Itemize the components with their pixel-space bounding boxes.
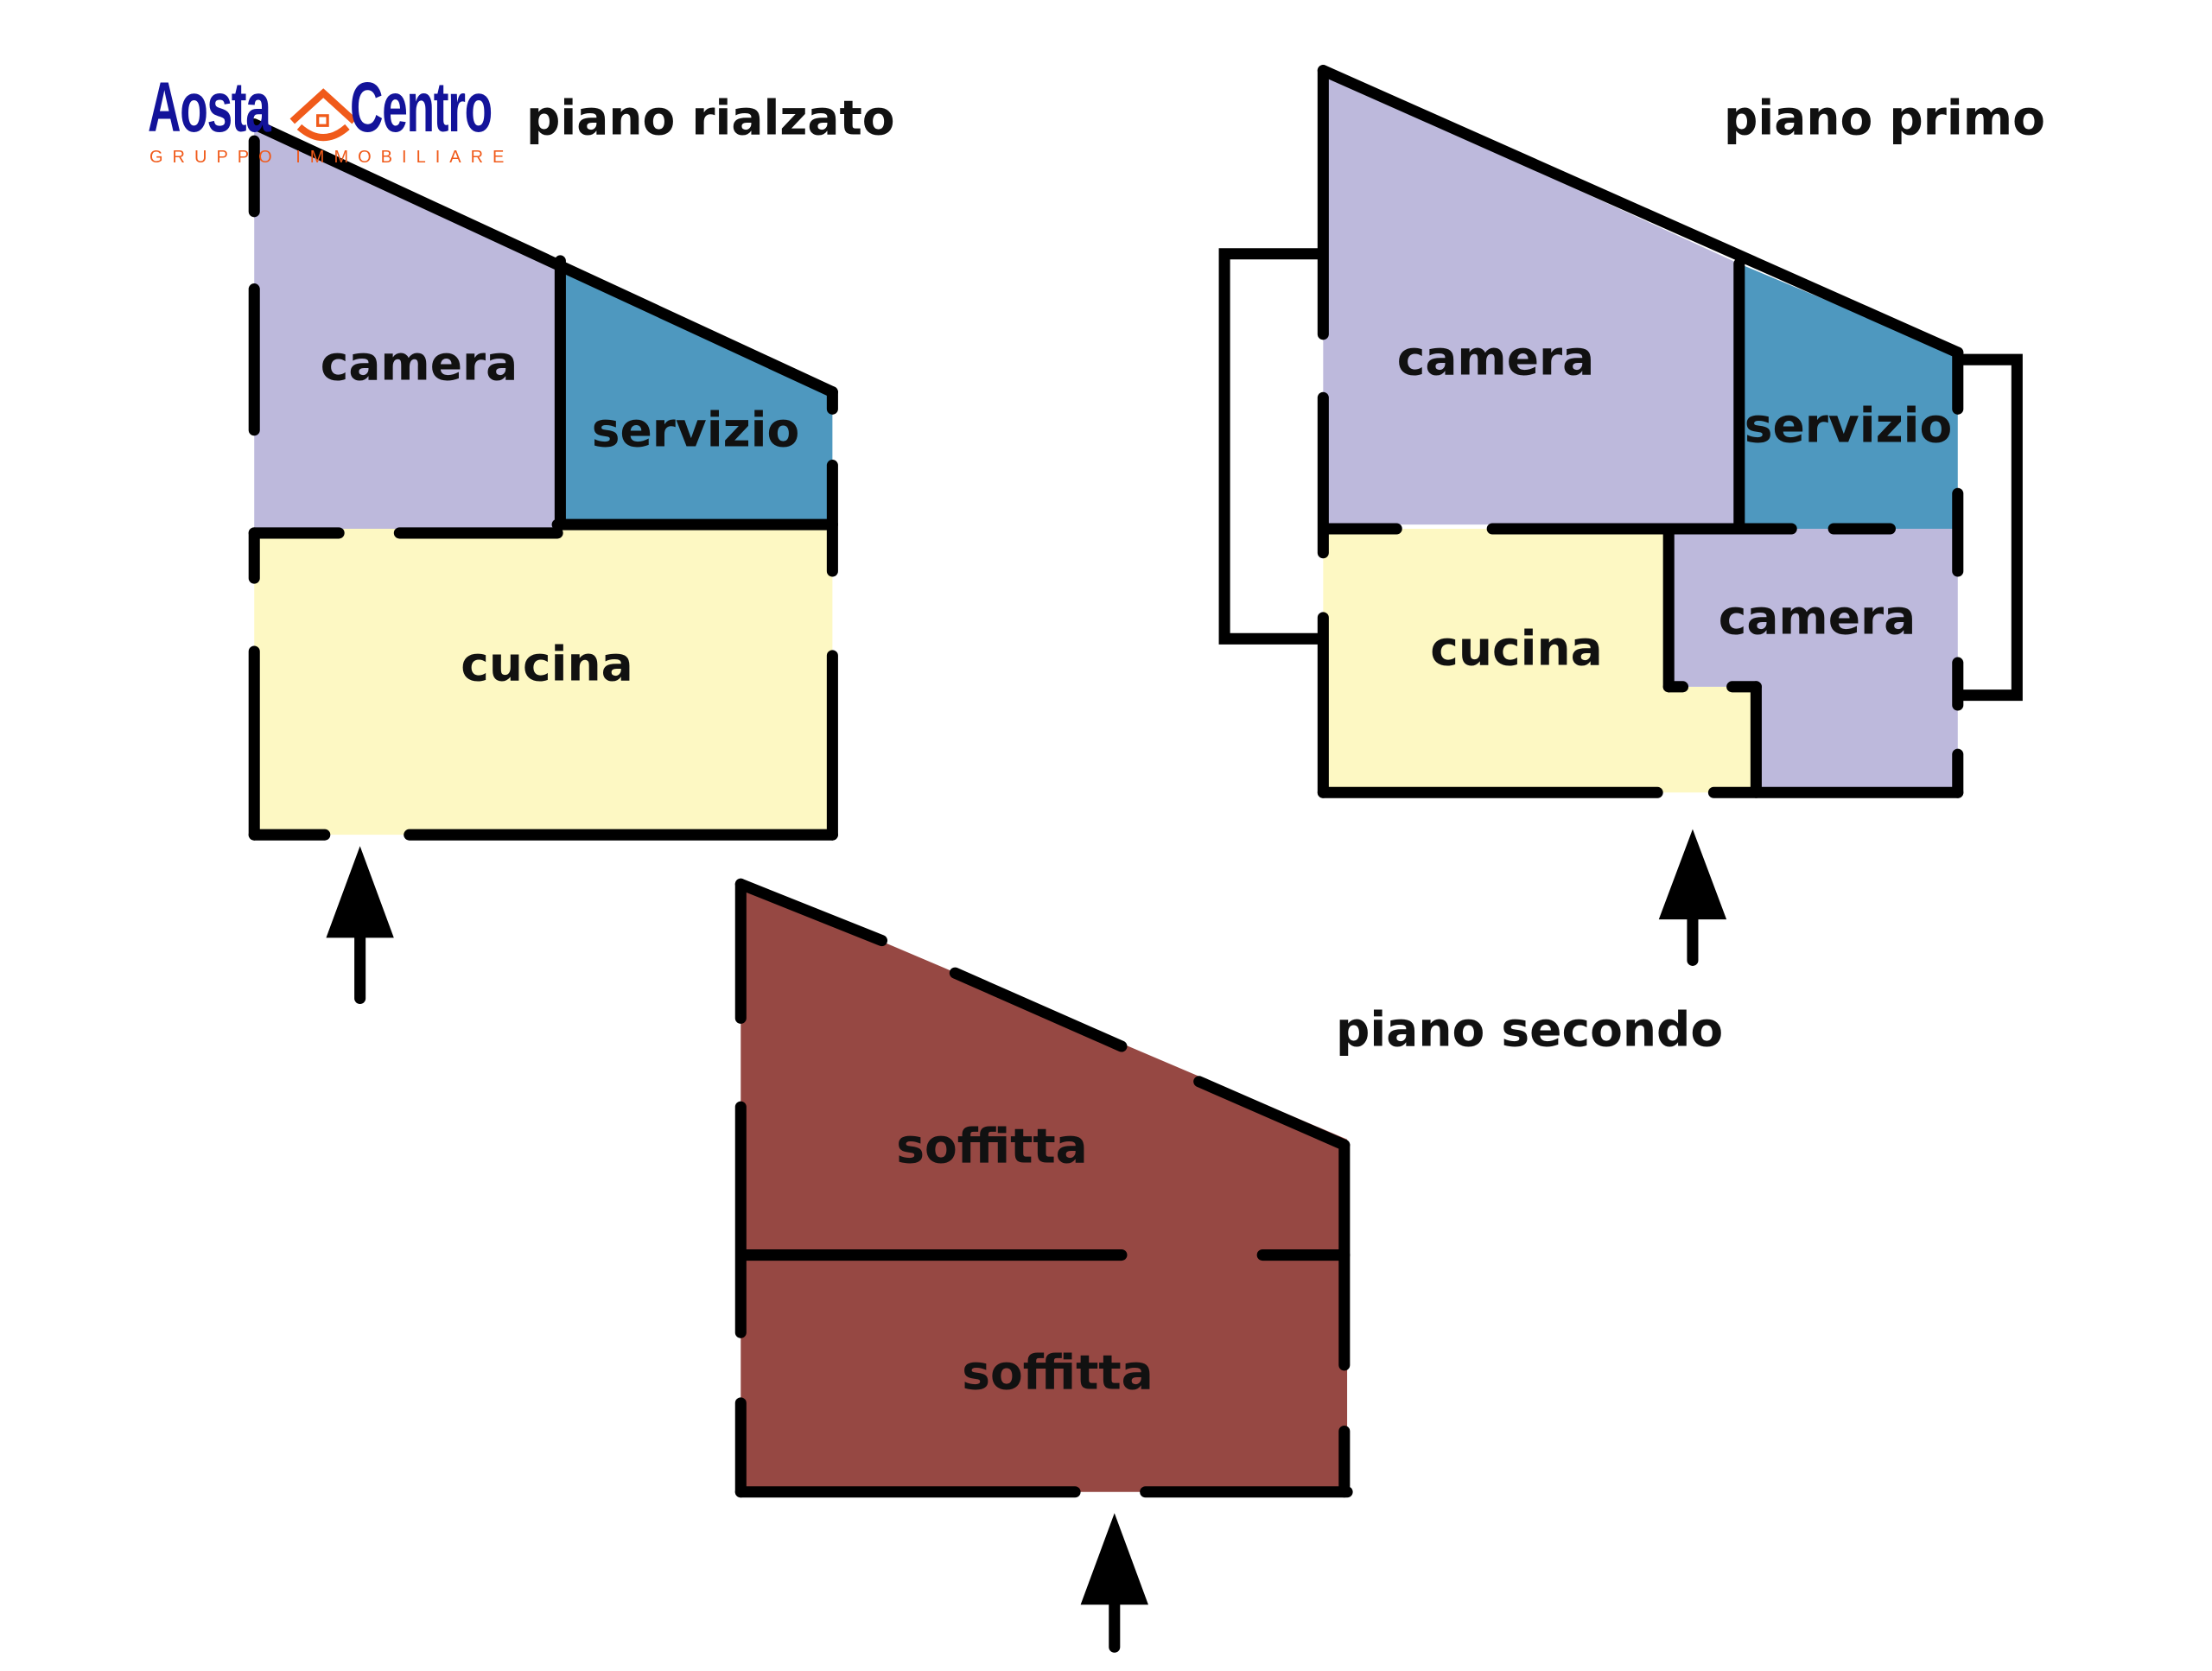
entrance-arrow-icon	[1080, 1513, 1148, 1653]
room-cucina	[254, 529, 833, 836]
plan-piano-rialzato	[248, 118, 838, 1005]
room-soffitta	[741, 881, 1348, 1492]
label-camera-2: camera	[1718, 589, 1916, 645]
plan-title-rialzato: piano rialzato	[526, 90, 895, 146]
label-servizio: servizio	[591, 402, 800, 458]
label-camera: camera	[320, 335, 518, 391]
walls	[734, 878, 1353, 1498]
logo-tagline: GRUPPO IMMOBILIARE	[149, 148, 514, 167]
plan-piano-primo	[1218, 65, 2023, 966]
room-servizio	[1738, 264, 1958, 530]
plan-piano-secondo	[734, 878, 1353, 1653]
logo-name-left: Aosta	[148, 68, 271, 147]
label-servizio: servizio	[1744, 397, 1953, 454]
label-camera: camera	[1396, 330, 1595, 386]
label-cucina: cucina	[1430, 620, 1603, 677]
entrance-arrow-icon	[1658, 829, 1727, 966]
logo-name-right: Centro	[350, 68, 493, 147]
room-camera	[1323, 73, 1739, 525]
walls	[1218, 65, 2023, 798]
plan-title-primo: piano primo	[1724, 90, 2045, 146]
entrance-arrow-icon	[326, 846, 394, 1005]
label-soffitta-1: soffitta	[896, 1118, 1088, 1174]
room-camera-2	[1669, 529, 1958, 793]
house-icon	[289, 88, 357, 142]
label-soffitta-2: soffitta	[962, 1344, 1154, 1401]
label-cucina: cucina	[461, 636, 633, 692]
room-camera	[254, 126, 558, 530]
room-servizio	[557, 260, 833, 525]
walls	[248, 118, 838, 841]
plan-title-secondo: piano secondo	[1336, 1001, 1724, 1058]
room-cucina	[1323, 529, 1757, 793]
